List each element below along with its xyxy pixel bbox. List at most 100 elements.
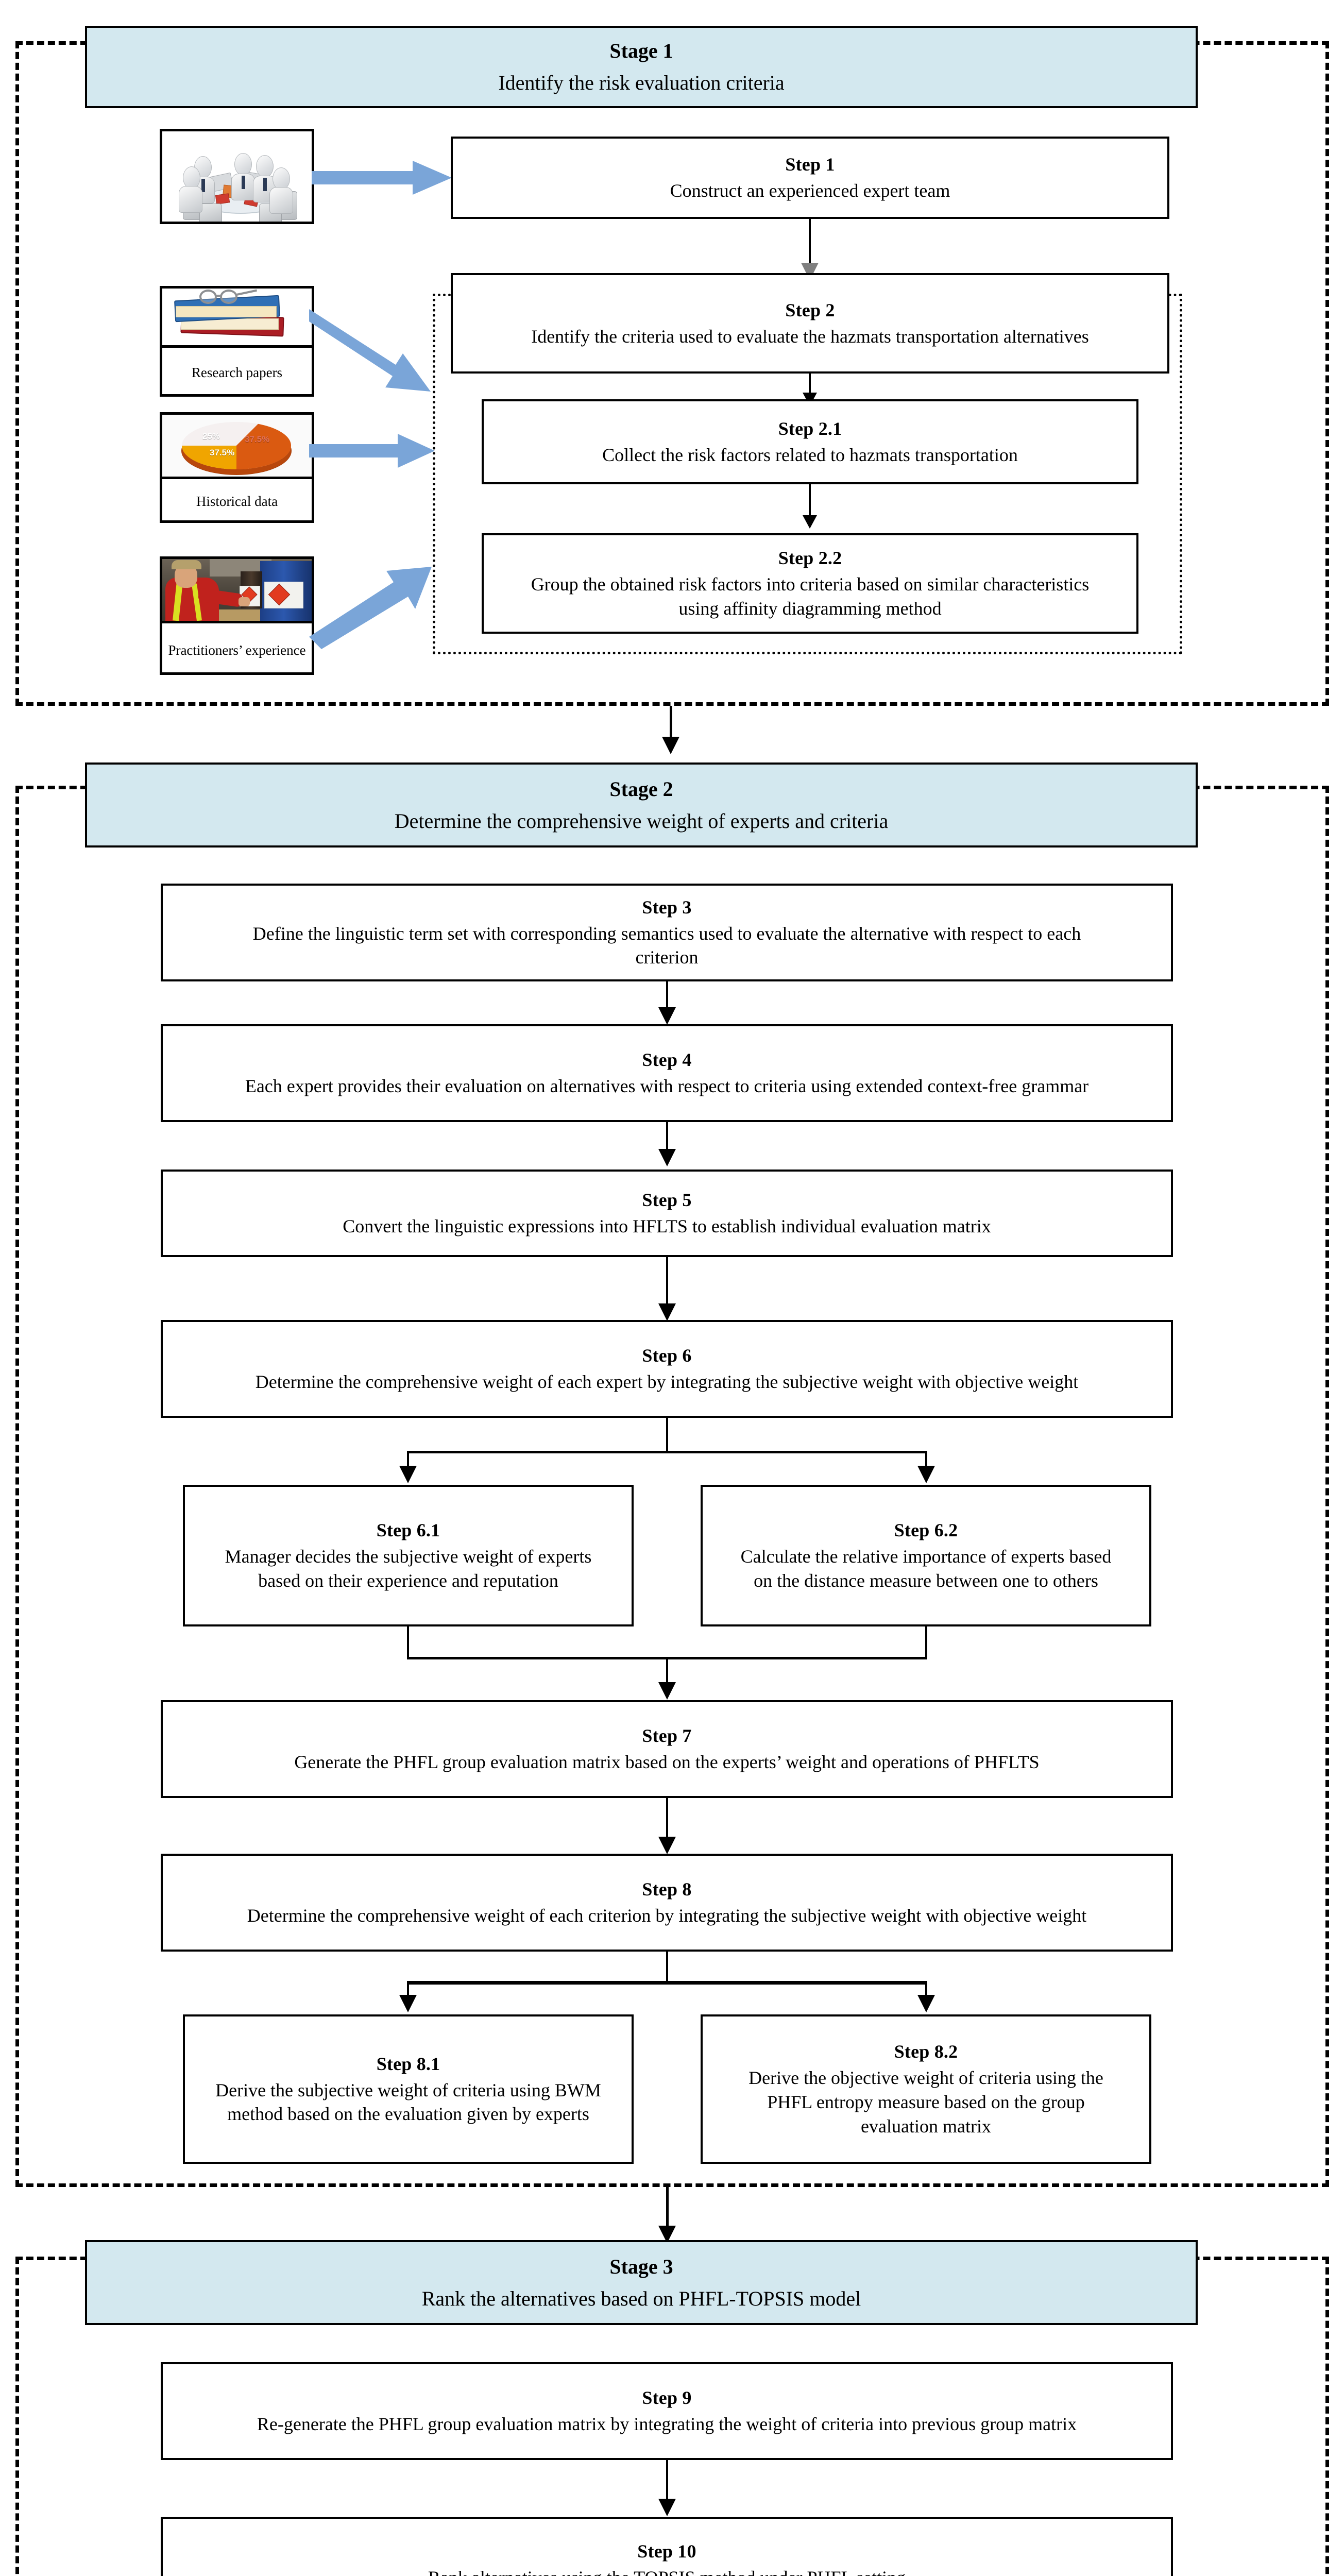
step-8-1-box: Step 8.1 Derive the subjective weight of…: [183, 2014, 634, 2164]
arrow-step8-step82: [917, 1995, 935, 2012]
connector-step6-split: [666, 1418, 668, 1452]
step-3-title: Step 3: [642, 896, 692, 918]
hazmat-worker-photo: Practitioners’ experience: [160, 556, 314, 675]
arrow-step8-step81: [399, 1995, 417, 2012]
connector-step6-left-drop: [407, 1451, 409, 1472]
connector-step5-step6: [666, 1257, 668, 1316]
step-2-1-title: Step 2.1: [778, 418, 842, 439]
stage-1-header: Stage 1 Identify the risk evaluation cri…: [85, 26, 1198, 108]
connector-step21-step22: [809, 484, 811, 518]
blue-arrow-historical-data: [309, 434, 435, 468]
connector-stage2-stage3: [666, 2187, 669, 2236]
step-2-2-box: Step 2.2 Group the obtained risk factors…: [482, 533, 1138, 634]
historical-data-caption: Historical data: [162, 477, 312, 520]
step-5-desc: Convert the linguistic expressions into …: [343, 1216, 991, 1236]
arrow-step4-step5: [658, 1149, 676, 1166]
stage-3-title: Stage 3: [609, 2255, 673, 2278]
blue-arrow-to-step1: [312, 161, 452, 195]
step-9-desc: Re-generate the PHFL group evaluation ma…: [257, 2414, 1077, 2434]
step-10-desc: Rank alternatives using the TOPSIS metho…: [417, 2566, 917, 2576]
connector-step4-step5: [666, 1122, 668, 1159]
step-6-2-title: Step 6.2: [894, 1520, 958, 1541]
connector-step62-merge: [925, 1626, 927, 1658]
research-papers-caption: Research papers: [162, 345, 312, 394]
connector-step61-merge: [407, 1626, 409, 1658]
connector-step8-split: [666, 1952, 668, 1984]
arrow-step7-step8: [658, 1837, 676, 1854]
stage-3-subtitle: Rank the alternatives based on PHFL-TOPS…: [421, 2286, 861, 2310]
connector-step7-step8: [666, 1798, 668, 1849]
step-2-1-box: Step 2.1 Collect the risk factors relate…: [482, 399, 1138, 484]
stage-2-title: Stage 2: [609, 777, 673, 801]
step-3-box: Step 3 Define the linguistic term set wi…: [161, 884, 1173, 981]
arrow-step6-step62: [917, 1466, 935, 1483]
step-8-desc: Determine the comprehensive weight of ea…: [247, 1905, 1087, 1926]
step-5-box: Step 5 Convert the linguistic expression…: [161, 1170, 1173, 1257]
step-8-title: Step 8: [642, 1879, 692, 1900]
step-8-1-title: Step 8.1: [376, 2053, 440, 2074]
connector-step8-left-drop: [407, 1981, 409, 2002]
step-9-title: Step 9: [642, 2387, 692, 2409]
step-6-box: Step 6 Determine the comprehensive weigh…: [161, 1320, 1173, 1418]
pie-label-25: 25%: [202, 431, 220, 441]
connector-merge-step7: [666, 1657, 668, 1689]
connector-step6-branch-bar: [407, 1451, 927, 1453]
connector-step8-branch-bar: [407, 1981, 927, 1985]
step-10-box: Step 10 Rank alternatives using the TOPS…: [161, 2517, 1173, 2576]
arrow-step9-step10: [658, 2499, 676, 2516]
research-papers-photo: Research papers: [160, 286, 314, 397]
connector-step9-step10: [666, 2460, 668, 2511]
connector-stage1-stage2: [670, 706, 672, 746]
step-1-desc: Construct an experienced expert team: [670, 180, 950, 201]
arrow-step21-step22: [803, 515, 817, 529]
arrow-step6-step61: [399, 1466, 417, 1483]
step-2-desc: Identify the criteria used to evaluate t…: [531, 326, 1089, 347]
stage-2-header: Stage 2 Determine the comprehensive weig…: [85, 762, 1198, 848]
step-8-2-desc: Derive the objective weight of criteria …: [748, 2067, 1103, 2137]
blue-arrow-research-papers: [309, 309, 431, 392]
step-10-title: Step 10: [637, 2540, 696, 2562]
connector-step6-right-drop: [925, 1451, 927, 1472]
step-1-title: Step 1: [785, 154, 835, 175]
stage-1-title: Stage 1: [609, 39, 673, 62]
step-8-1-desc: Derive the subjective weight of criteria…: [215, 2079, 601, 2125]
step-6-1-title: Step 6.1: [376, 1520, 440, 1541]
stage-2-subtitle: Determine the comprehensive weight of ex…: [394, 809, 889, 833]
pie-label-375-b: 37.5%: [210, 448, 235, 457]
step-7-box: Step 7 Generate the PHFL group evaluatio…: [161, 1700, 1173, 1798]
step-4-desc: Each expert provides their evaluation on…: [245, 1076, 1089, 1096]
step-6-desc: Determine the comprehensive weight of ea…: [255, 1371, 1079, 1392]
step-1-box: Step 1 Construct an experienced expert t…: [451, 137, 1169, 219]
step-8-2-title: Step 8.2: [894, 2041, 958, 2062]
expert-team-meeting-photo: [160, 129, 314, 224]
step-6-1-desc: Manager decides the subjective weight of…: [225, 1546, 592, 1591]
practitioners-experience-caption: Practitioners’ experience: [162, 621, 312, 672]
step-5-title: Step 5: [642, 1190, 692, 1211]
step-6-2-box: Step 6.2 Calculate the relative importan…: [701, 1485, 1151, 1626]
step-8-2-box: Step 8.2 Derive the objective weight of …: [701, 2014, 1151, 2164]
arrow-stage1-stage2: [662, 737, 679, 754]
step-4-title: Step 4: [642, 1049, 692, 1071]
blue-arrow-practitioners-experience: [309, 567, 432, 649]
step-4-box: Step 4 Each expert provides their evalua…: [161, 1024, 1173, 1122]
step-6-1-box: Step 6.1 Manager decides the subjective …: [183, 1485, 634, 1626]
step-9-box: Step 9 Re-generate the PHFL group evalua…: [161, 2362, 1173, 2460]
step-8-box: Step 8 Determine the comprehensive weigh…: [161, 1854, 1173, 1952]
stage-1-subtitle: Identify the risk evaluation criteria: [498, 71, 785, 94]
step-3-desc: Define the linguistic term set with corr…: [252, 923, 1081, 968]
arrow-step3-step4: [658, 1007, 676, 1025]
step-7-desc: Generate the PHFL group evaluation matri…: [294, 1752, 1040, 1772]
connector-step1-step2: [809, 219, 811, 270]
step-2-2-desc: Group the obtained risk factors into cri…: [531, 574, 1090, 619]
connector-step3-step4: [666, 981, 668, 1016]
arrow-step5-step6: [658, 1303, 676, 1321]
stage-3-header: Stage 3 Rank the alternatives based on P…: [85, 2240, 1198, 2325]
step-2-box: Step 2 Identify the criteria used to eva…: [451, 273, 1169, 374]
connector-step8-right-drop: [925, 1981, 927, 2002]
historical-data-photo: 25% 37.5% 37.5% Historical data: [160, 412, 314, 523]
arrow-merge-step7: [658, 1682, 676, 1700]
pie-label-375-a: 37.5%: [245, 434, 270, 444]
step-6-2-desc: Calculate the relative importance of exp…: [740, 1546, 1112, 1591]
step-2-1-desc: Collect the risk factors related to hazm…: [602, 444, 1018, 465]
step-6-title: Step 6: [642, 1345, 692, 1366]
